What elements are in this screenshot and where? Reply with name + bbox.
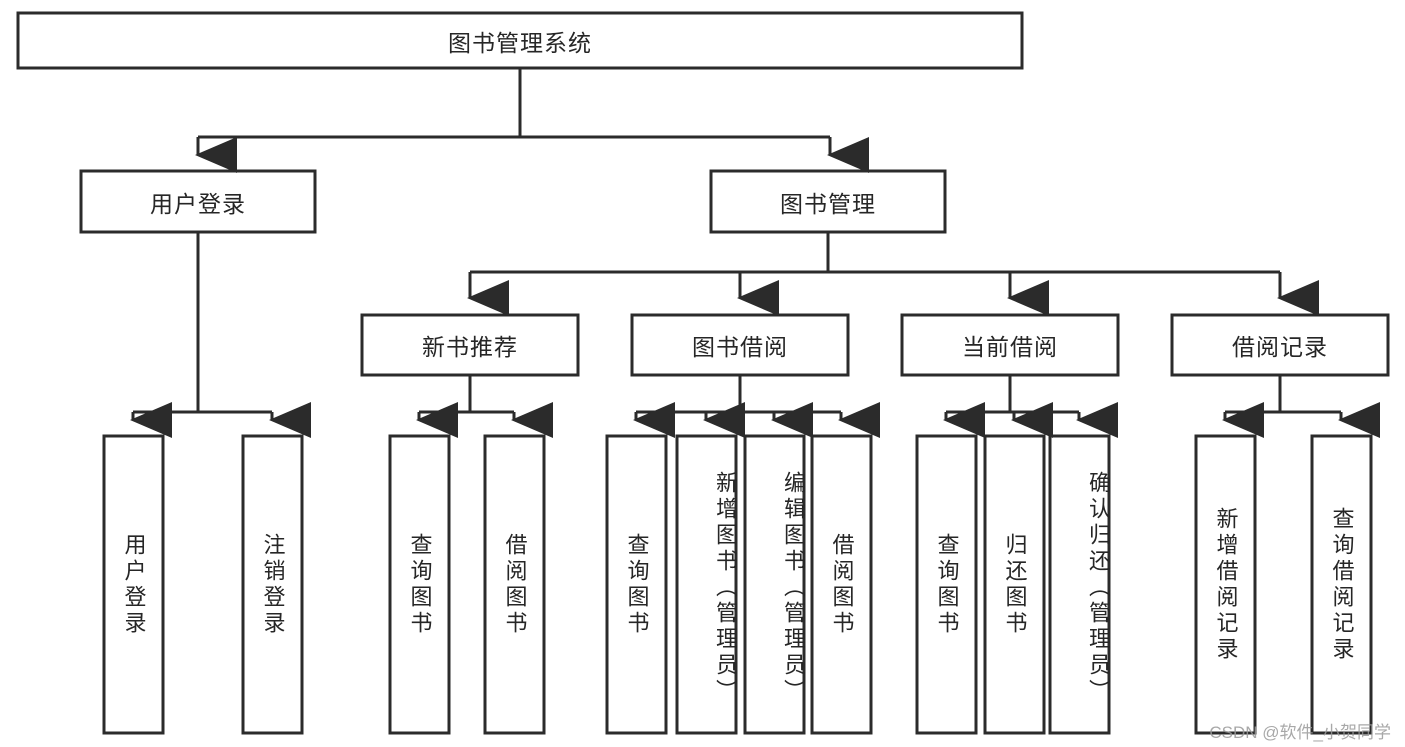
connector-currentborrow-to-leaves xyxy=(943,375,1118,438)
leaf-box-current-borrow-2[interactable] xyxy=(1048,434,1111,735)
leaf-box-user-login-0[interactable] xyxy=(102,434,165,735)
connector-root-to-level2 xyxy=(195,68,869,173)
node-box-book-mgmt[interactable] xyxy=(709,169,947,234)
node-box-book-borrow[interactable] xyxy=(630,313,850,377)
connector-borrowrecord-to-leaves xyxy=(1222,375,1380,438)
leaf-box-book-borrow-2[interactable] xyxy=(743,434,806,735)
leaf-box-current-borrow-0[interactable] xyxy=(915,434,978,735)
node-box-user-login[interactable] xyxy=(79,169,317,234)
leaf-box-new-book-0[interactable] xyxy=(388,434,451,735)
leaf-box-borrow-record-1[interactable] xyxy=(1310,434,1373,735)
leaf-box-borrow-record-0[interactable] xyxy=(1194,434,1257,735)
leaf-box-user-login-1[interactable] xyxy=(241,434,304,735)
node-box-borrow-record[interactable] xyxy=(1170,313,1390,377)
node-box-root[interactable] xyxy=(16,11,1024,70)
node-box-current-borrow[interactable] xyxy=(900,313,1120,377)
connector-bookborrow-to-leaves xyxy=(633,375,880,438)
leaf-box-book-borrow-0[interactable] xyxy=(605,434,668,735)
connector-bookmgmt-to-level3 xyxy=(467,232,1319,316)
node-box-new-book[interactable] xyxy=(360,313,580,377)
leaf-box-book-borrow-3[interactable] xyxy=(810,434,873,735)
connector-userlogin-to-leaves xyxy=(130,232,311,438)
connector-newbook-to-leaves xyxy=(416,375,553,438)
leaf-box-book-borrow-1[interactable] xyxy=(675,434,738,735)
leaf-box-new-book-1[interactable] xyxy=(483,434,546,735)
leaf-box-current-borrow-1[interactable] xyxy=(983,434,1046,735)
